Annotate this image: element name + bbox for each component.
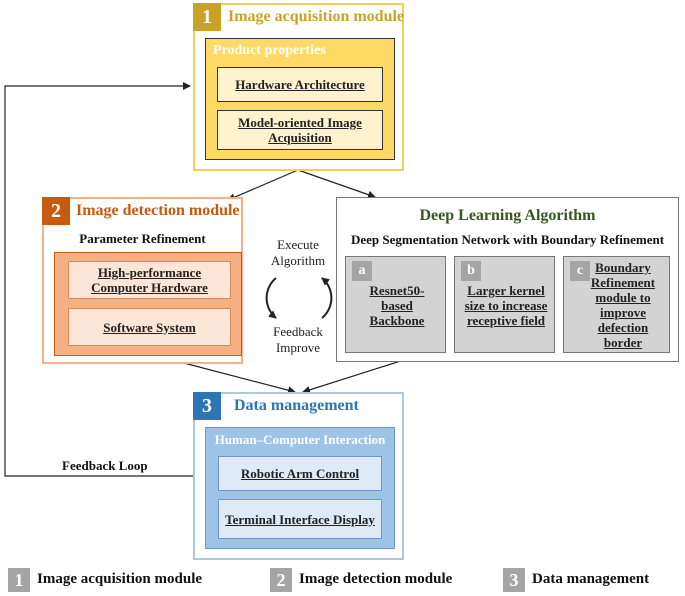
- legend-1-badge: 1: [8, 568, 30, 592]
- dl-card-c-badge: c: [570, 261, 590, 281]
- terminal-interface-item: Terminal Interface Display: [218, 499, 382, 539]
- legend-2-badge: 2: [270, 568, 292, 592]
- legend-1-label: Image acquisition module: [37, 571, 203, 587]
- legend-2-label: Image detection module: [299, 571, 453, 587]
- dl-card-kernel: b Larger kernel size to increase recepti…: [454, 256, 555, 353]
- cycle-arrow-right: [321, 277, 333, 319]
- module3-badge: 3: [193, 392, 221, 420]
- product-properties-title: Product properties: [213, 43, 326, 58]
- dl-card-a-text: Resnet50-based Backbone: [369, 283, 425, 328]
- computer-hardware-item: High-performance Computer Hardware: [68, 261, 231, 299]
- dl-card-b-text: Larger kernel size to increase receptive…: [464, 283, 548, 328]
- feedback-loop-label: Feedback Loop: [62, 458, 148, 473]
- dl-card-backbone: a Resnet50-based Backbone: [345, 256, 446, 353]
- dl-card-boundary: c Boundary Refinement module to improve …: [563, 256, 670, 353]
- arrow-to-detection: [227, 169, 299, 201]
- module3-title: Data management: [234, 397, 359, 414]
- legend-3-label: Data management: [532, 571, 650, 587]
- deep-learning-title: Deep Learning Algorithm: [419, 207, 596, 224]
- hardware-architecture-item: Hardware Architecture: [217, 67, 383, 102]
- dl-card-c-text: Boundary Refinement module to improve de…: [590, 260, 656, 350]
- dl-card-b-badge: b: [461, 261, 481, 281]
- arrow-detection-to-data: [179, 361, 296, 395]
- arrow-deeplearning-to-data: [302, 357, 411, 394]
- hci-title: Human–Computer Interaction: [214, 432, 386, 447]
- robotic-arm-control-item: Robotic Arm Control: [218, 456, 382, 491]
- feedback-improve-label: Feedback Improve: [273, 324, 323, 355]
- arrow-to-deep-learning: [297, 169, 376, 199]
- legend-3-badge: 3: [503, 568, 525, 592]
- feedback-loop-line: [4, 82, 193, 477]
- deep-learning-subtitle: Deep Segmentation Network with Boundary …: [350, 232, 665, 247]
- parameter-refinement-title: Parameter Refinement: [79, 231, 206, 246]
- model-oriented-acquisition-item: Model-oriented Image Acquisition: [217, 110, 383, 150]
- cycle-arrow-left: [265, 277, 277, 319]
- module2-title: Image detection module: [76, 202, 240, 219]
- module1-title: Image acquisition module: [228, 8, 405, 25]
- dl-card-a-badge: a: [352, 261, 372, 281]
- software-system-item: Software System: [68, 308, 231, 346]
- module1-badge: 1: [193, 3, 221, 31]
- module2-badge: 2: [42, 197, 70, 225]
- execute-algorithm-label: Execute Algorithm: [270, 237, 326, 268]
